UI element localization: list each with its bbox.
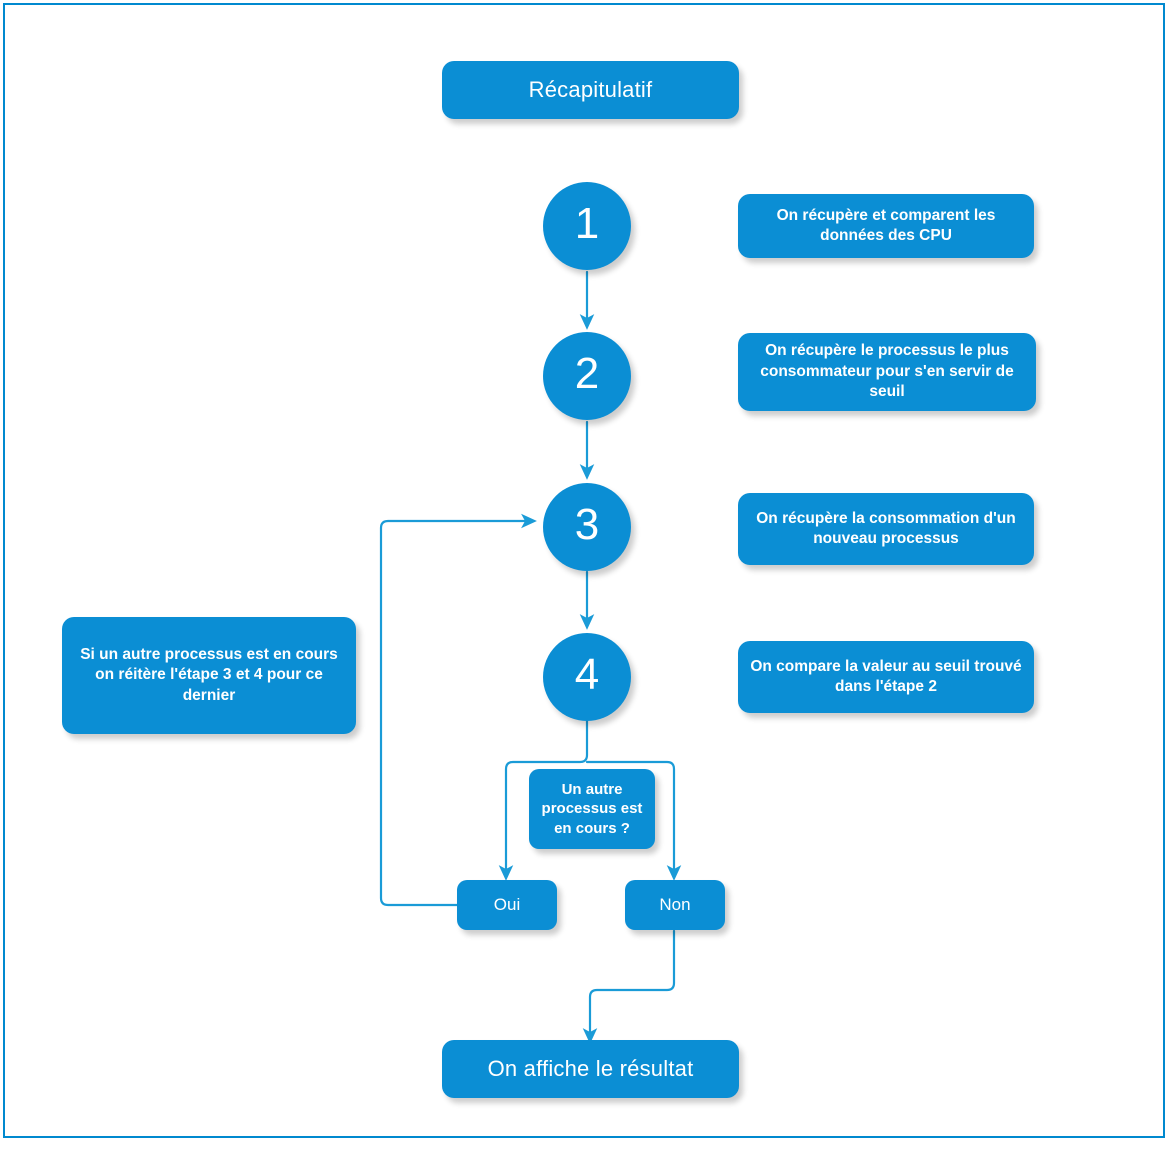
step-description-1: On récupère et comparent les données des… — [738, 194, 1034, 258]
step-circle-3[interactable]: 3 — [543, 483, 631, 571]
step-circle-1[interactable]: 1 — [543, 182, 631, 270]
result-box: On affiche le résultat — [442, 1040, 739, 1098]
step-circle-2[interactable]: 2 — [543, 332, 631, 420]
loop-note: Si un autre processus est en cours on ré… — [62, 617, 356, 734]
step-circle-4[interactable]: 4 — [543, 633, 631, 721]
wire-branch-right — [585, 760, 682, 881]
wire-oui-loop — [379, 513, 537, 907]
diagram-title: Récapitulatif — [442, 61, 739, 119]
branch-yes[interactable]: Oui — [457, 880, 557, 930]
wire-non-result — [582, 929, 676, 1044]
step-description-3: On récupère la consommation d'un nouveau… — [738, 493, 1034, 565]
branch-no[interactable]: Non — [625, 880, 725, 930]
step-description-2: On récupère le processus le plus consomm… — [738, 333, 1036, 411]
wire-step4-branch — [498, 719, 589, 881]
decision-box[interactable]: Un autre processus est en cours ? — [529, 769, 655, 849]
step-description-4: On compare la valeur au seuil trouvé dan… — [738, 641, 1034, 713]
